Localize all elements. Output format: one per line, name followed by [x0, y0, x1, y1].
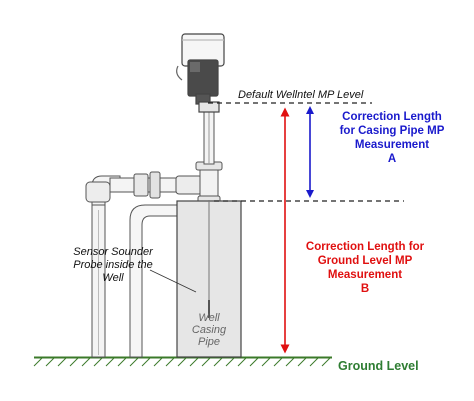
well-casing-line-3: Pipe — [197, 336, 221, 348]
casing-correction-line-1: Correction Length — [342, 111, 442, 123]
wellhead-fittings — [195, 111, 223, 205]
casing-correction-line-3: Measurement — [354, 139, 430, 151]
well-casing-label: Well Casing Pipe — [180, 312, 238, 348]
probe-leader — [149, 269, 197, 293]
wellntel-sensor — [176, 33, 225, 113]
sensor-probe-line-1: Sensor Sounder — [73, 246, 153, 258]
well-casing-line-2: Casing — [191, 324, 227, 336]
sensor-probe-line-3: Well — [102, 272, 124, 284]
well-casing-line-1: Well — [198, 312, 220, 324]
default-mp-label: Default Wellntel MP Level — [238, 89, 364, 101]
sensor-probe-label: Sensor Sounder Probe inside the Well — [58, 246, 168, 285]
ground-correction-line-2: Ground Level MP — [317, 255, 413, 267]
ground-hatching — [33, 357, 331, 367]
sensor-probe-line-2: Probe inside the — [73, 259, 153, 271]
casing-correction-line-2: for Casing Pipe MP — [339, 125, 445, 137]
ground-correction-line-1: Correction Length for — [305, 241, 425, 253]
ground-correction-line-3: Measurement — [327, 269, 403, 281]
casing-correction-label: Correction Length for Casing Pipe MP Mea… — [322, 110, 462, 166]
ground-level-label: Ground Level — [338, 359, 419, 373]
ground-correction-line-4: B — [360, 283, 370, 295]
casing-correction-line-4: A — [387, 153, 397, 165]
ground-correction-label: Correction Length for Ground Level MP Me… — [290, 240, 440, 296]
discharge-pipe — [85, 171, 203, 358]
